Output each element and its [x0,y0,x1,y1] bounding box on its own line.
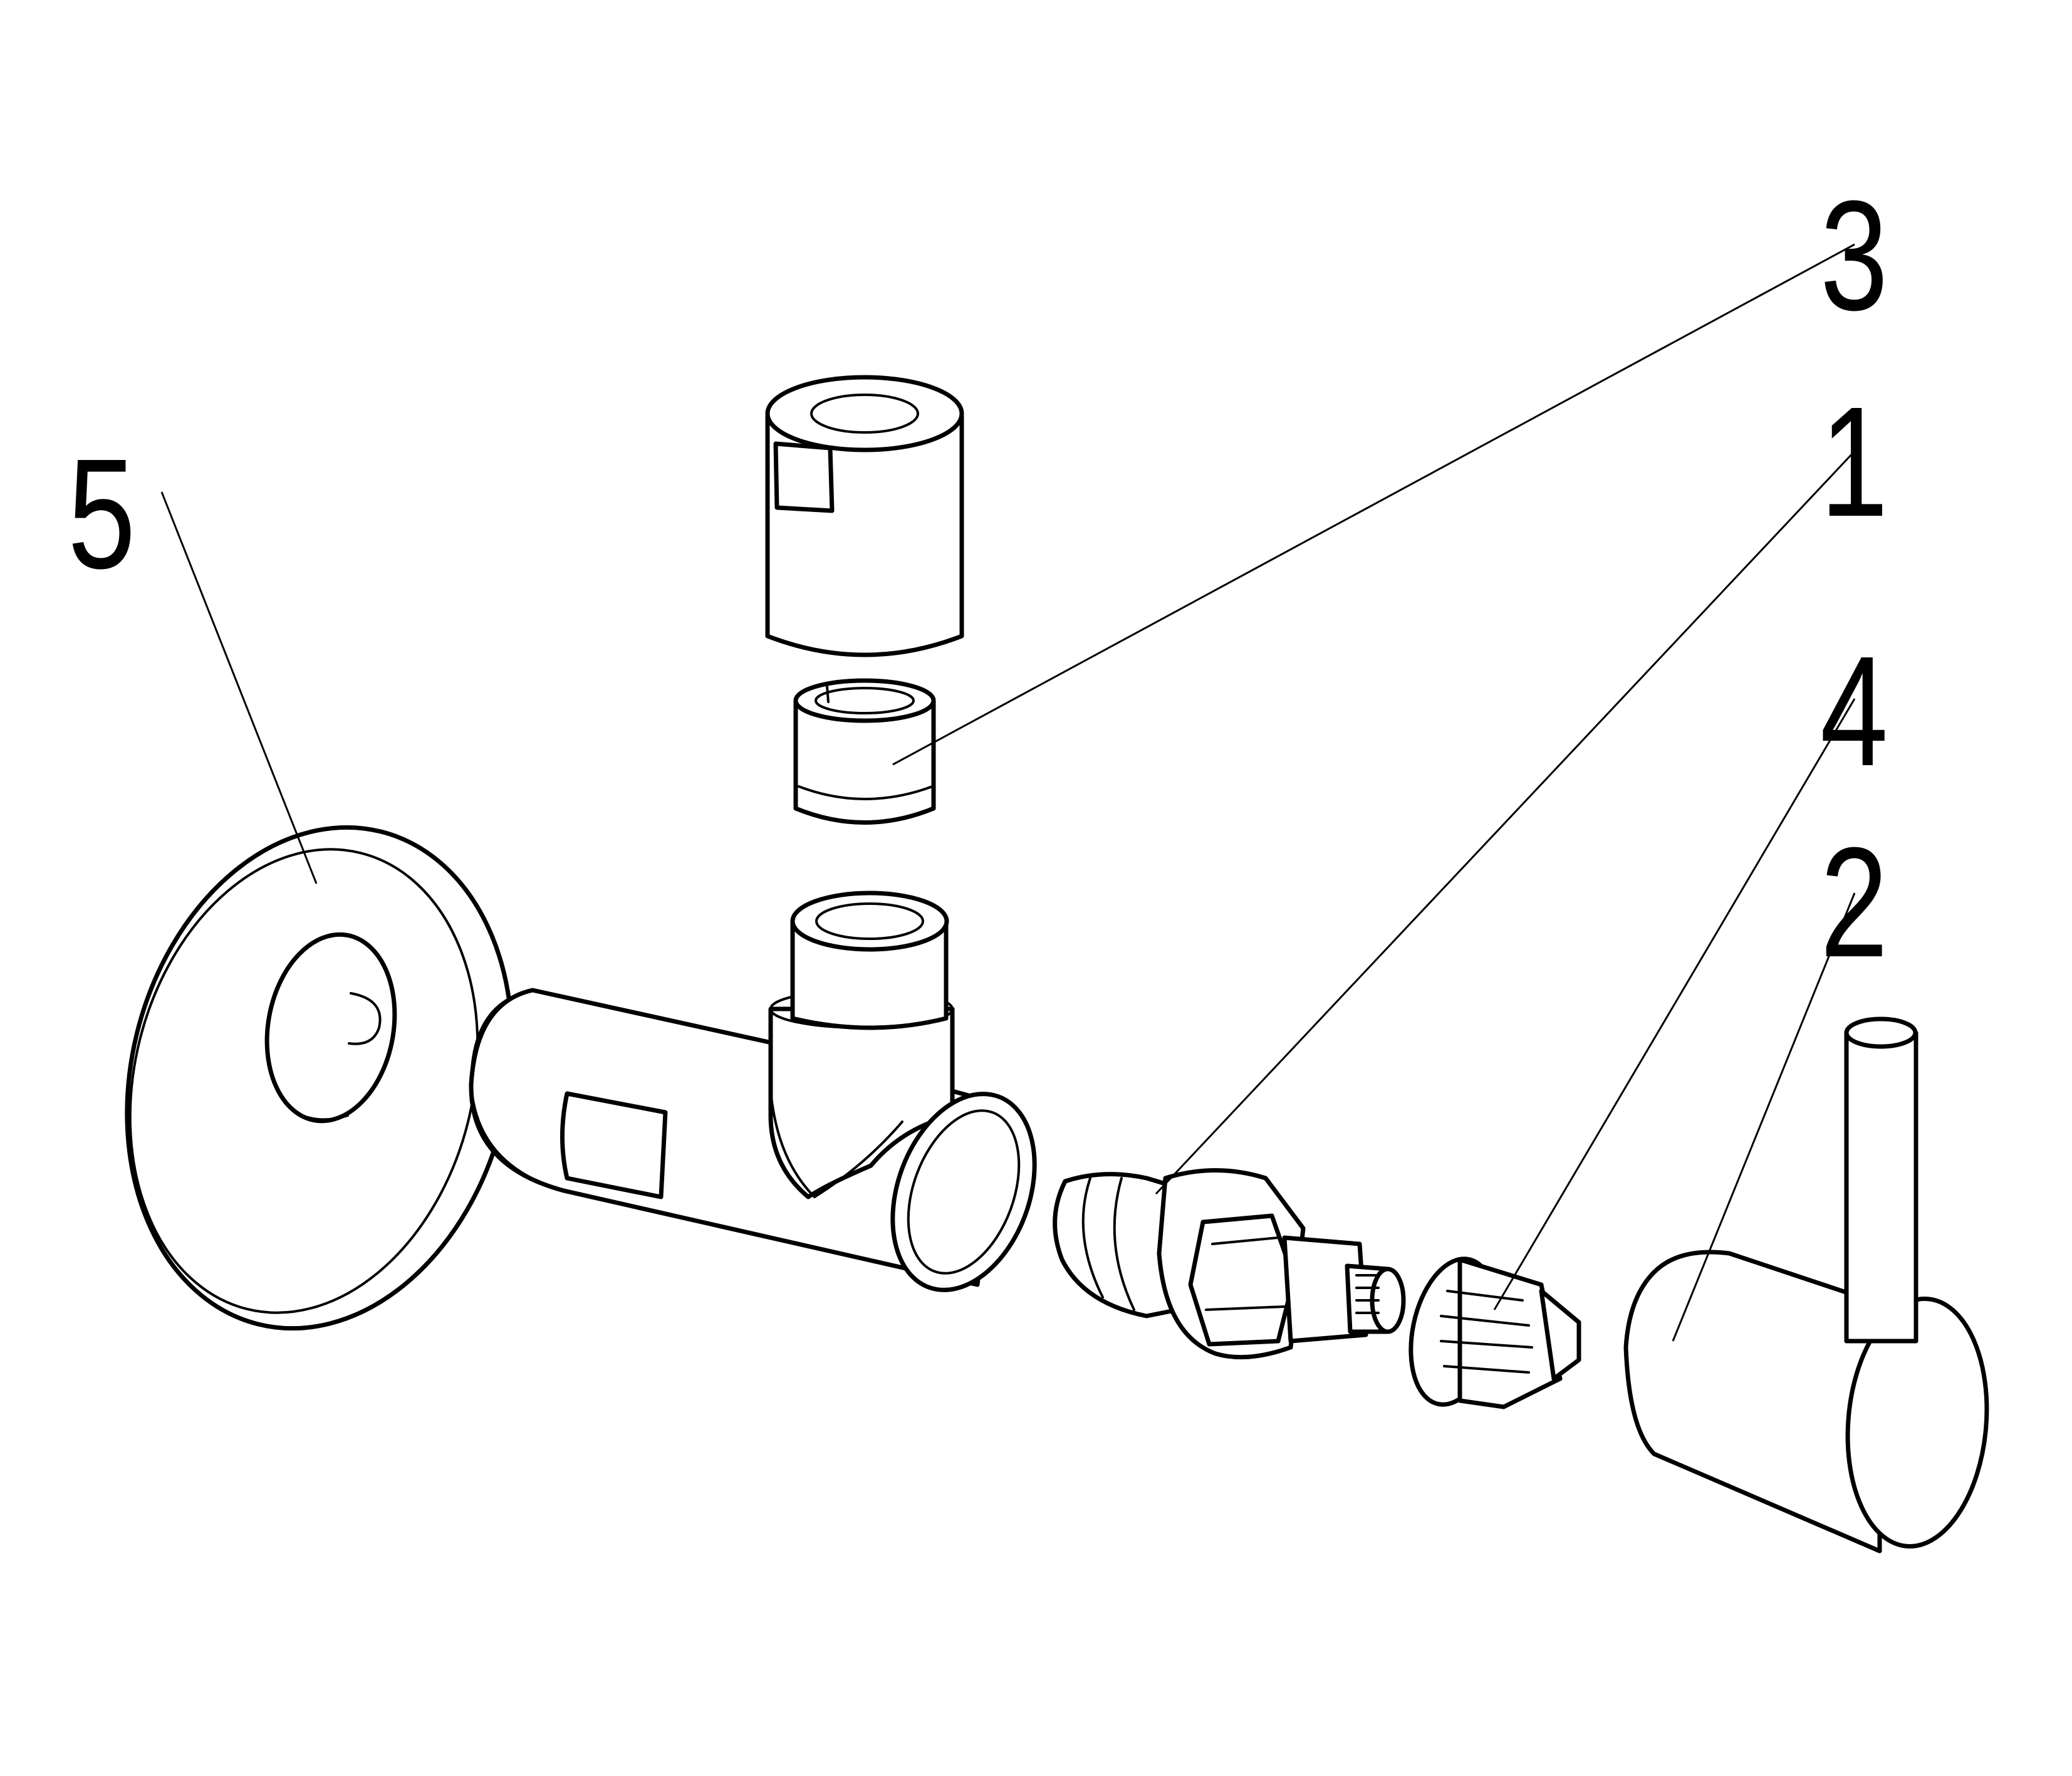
part-2-lever-handle [1623,1016,1989,1554]
part-3-compression-ring [793,678,936,825]
leader-1 [1155,450,1856,1195]
part-5-rosette [125,825,514,1331]
callout-label-2: 2 [1820,815,1888,990]
leader-lines [160,243,1856,1342]
part-1-cartridge [1053,1168,1406,1360]
callout-label-1: 1 [1820,374,1888,549]
leader-3 [892,243,1855,766]
callout-label-3: 3 [1820,168,1888,343]
part-4-spline-adapter [1408,1256,1581,1409]
callout-label-4: 4 [1820,624,1888,798]
leader-5 [160,491,318,884]
leader-4 [1493,698,1856,1310]
upper-sleeve [765,375,964,657]
callout-label-5: 5 [68,426,136,601]
valve-body [469,891,1037,1292]
leader-2 [1672,892,1856,1342]
